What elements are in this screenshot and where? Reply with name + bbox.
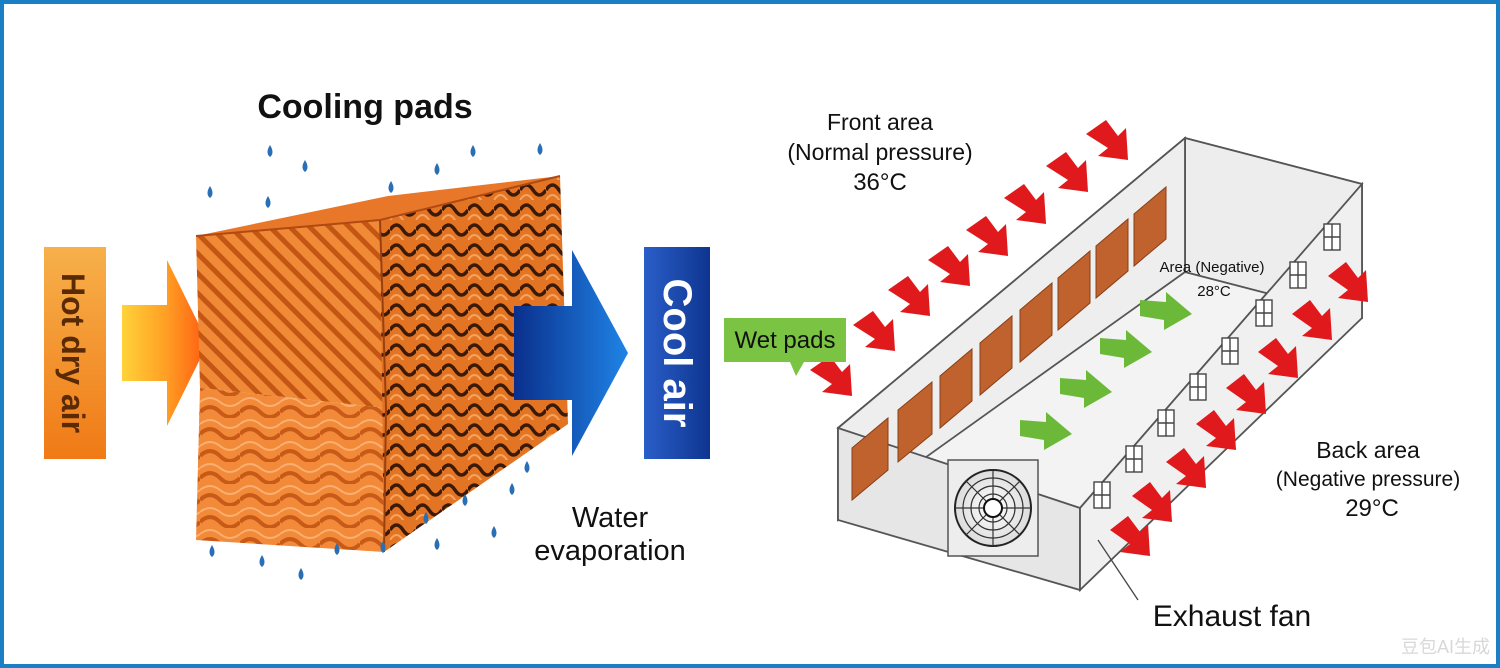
red-arrow-icon: [1328, 262, 1368, 302]
water-drops: [207, 143, 543, 580]
wet-pads-callout: Wet pads: [724, 318, 846, 376]
water-drop-icon: [470, 145, 476, 157]
water-drop-icon: [491, 526, 497, 538]
inner-area-line1: Area (Negative): [1159, 259, 1264, 276]
side-windows: [1093, 223, 1341, 509]
green-arrow-icon: [1020, 412, 1072, 450]
red-arrow-icon: [1004, 184, 1046, 224]
hot-air-arrow: [122, 260, 208, 426]
exhaust-fan: [947, 459, 1039, 557]
red-arrow-icon: [1258, 338, 1298, 378]
red-arrow-icon: [1226, 374, 1266, 414]
red-arrow-icon: [1110, 516, 1150, 556]
left-panel: Hot dry air Cool air Cooling pads Water …: [44, 88, 710, 580]
cool-air-label: Cool air: [655, 279, 699, 428]
water-drop-icon: [524, 461, 530, 473]
red-arrow-icon: [1086, 120, 1128, 160]
water-drop-icon: [302, 160, 308, 172]
cooling-pad-block: [195, 175, 568, 553]
water-drop-icon: [462, 494, 468, 506]
water-drop-icon: [423, 512, 429, 524]
red-arrow-icon: [853, 311, 895, 351]
exhaust-leader-line: [1097, 539, 1139, 601]
water-drop-icon: [259, 555, 265, 567]
water-label-line2: evaporation: [534, 535, 686, 567]
water-drop-icon: [537, 143, 543, 155]
water-drop-icon: [265, 196, 271, 208]
water-drop-icon: [434, 163, 440, 175]
red-arrow-icon: [1292, 300, 1332, 340]
cool-air-bar: [644, 247, 710, 459]
diagram-canvas: Hot dry air Cool air Cooling pads Water …: [44, 88, 1490, 657]
hot-air-bar: [44, 247, 106, 459]
front-area-temp: 36°C: [853, 169, 907, 196]
green-arrow-icon: [1060, 370, 1112, 408]
front-area-line1: Front area: [827, 109, 933, 135]
red-arrows-front: [810, 120, 1128, 396]
water-drop-icon: [388, 181, 394, 193]
back-area-line2: (Negative pressure): [1276, 468, 1460, 491]
cooling-pads-title: Cooling pads: [257, 88, 472, 126]
cool-air-arrow: [514, 250, 628, 456]
green-arrow-icon: [1140, 292, 1192, 330]
water-drop-icon: [209, 545, 215, 557]
wet-pad-panels: [851, 185, 1167, 502]
front-area-line2: (Normal pressure): [787, 139, 972, 165]
water-drop-icon: [267, 145, 273, 157]
water-drop-icon: [298, 568, 304, 580]
back-area-temp: 29°C: [1345, 495, 1399, 522]
exhaust-fan-label: Exhaust fan: [1153, 600, 1311, 633]
water-drop-icon: [434, 538, 440, 550]
watermark: 豆包AI生成: [1401, 637, 1490, 657]
water-drop-icon: [334, 543, 340, 555]
green-arrows: [1020, 292, 1192, 450]
right-panel: Wet pads Front area (Normal pressure) 36…: [724, 109, 1460, 633]
red-arrows-back: [1110, 262, 1368, 556]
red-arrow-icon: [810, 356, 852, 396]
red-arrow-icon: [888, 276, 930, 316]
red-arrow-icon: [1132, 482, 1172, 522]
water-label-line1: Water: [572, 502, 649, 534]
wet-pads-label: Wet pads: [735, 327, 836, 354]
water-drop-icon: [509, 483, 515, 495]
water-drop-icon: [380, 541, 386, 553]
red-arrow-icon: [1166, 448, 1206, 488]
back-area-line1: Back area: [1316, 437, 1420, 463]
red-arrow-icon: [1196, 410, 1236, 450]
red-arrow-icon: [1046, 152, 1088, 192]
red-arrow-icon: [928, 246, 970, 286]
inner-area-temp: 28°C: [1197, 283, 1231, 300]
green-arrow-icon: [1100, 330, 1152, 368]
red-arrow-icon: [966, 216, 1008, 256]
water-drop-icon: [207, 186, 213, 198]
hot-air-label: Hot dry air: [55, 273, 91, 433]
